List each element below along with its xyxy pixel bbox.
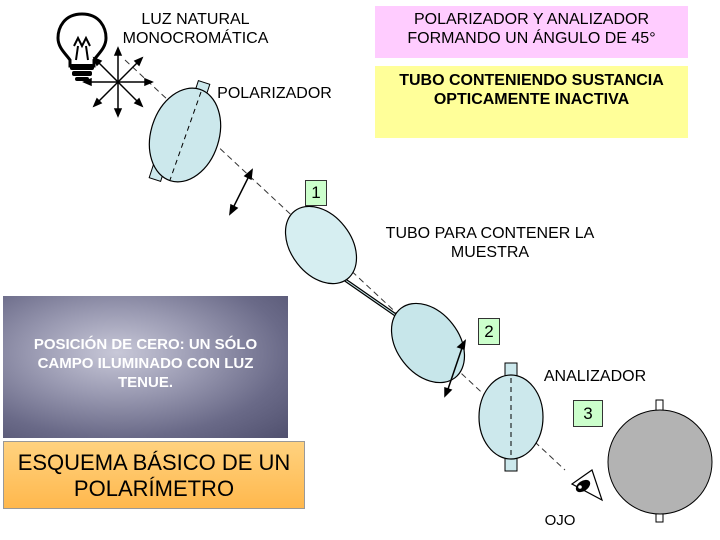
marker-3: 3 — [573, 400, 603, 427]
zero-position-panel: POSICIÓN DE CERO: UN SÓLO CAMPO ILUMINAD… — [3, 296, 288, 438]
marker-1: 1 — [305, 180, 327, 206]
diagram-title: ESQUEMA BÁSICO DE UN POLARÍMETRO — [17, 450, 291, 502]
natural-light-label: LUZ NATURAL MONOCROMÁTICA — [122, 11, 269, 48]
analyzer-disc — [478, 362, 544, 472]
sample-tube-label: TUBO PARA CONTENER LA MUESTRA — [385, 225, 595, 262]
marker-2: 2 — [478, 318, 500, 345]
polarizer-disc — [148, 80, 222, 183]
tube-rotation-arrow — [444, 339, 466, 398]
diagram-title-box: ESQUEMA BÁSICO DE UN POLARÍMETRO — [3, 441, 305, 509]
eye-icon — [570, 469, 604, 502]
natural-light-arrows — [82, 46, 154, 118]
inactive-tube-label: TUBO CONTENIENDO SUSTANCIA OPTICAMENTE I… — [375, 66, 688, 138]
light-bulb-icon — [56, 12, 108, 81]
polarizer-label: POLARIZADOR — [217, 85, 332, 102]
analyzer-label: ANALIZADOR — [543, 368, 647, 385]
zero-position-text: POSICIÓN DE CERO: UN SÓLO CAMPO ILUMINAD… — [33, 336, 258, 391]
eye-label: OJO — [544, 512, 576, 529]
field-of-view-disc — [607, 399, 713, 523]
sample-tube — [284, 205, 466, 384]
polarizer-analyzer-angle-label: POLARIZADOR Y ANALIZADOR FORMANDO UN ÁNG… — [375, 6, 688, 58]
polarizer-orientation-arrow — [229, 168, 253, 216]
